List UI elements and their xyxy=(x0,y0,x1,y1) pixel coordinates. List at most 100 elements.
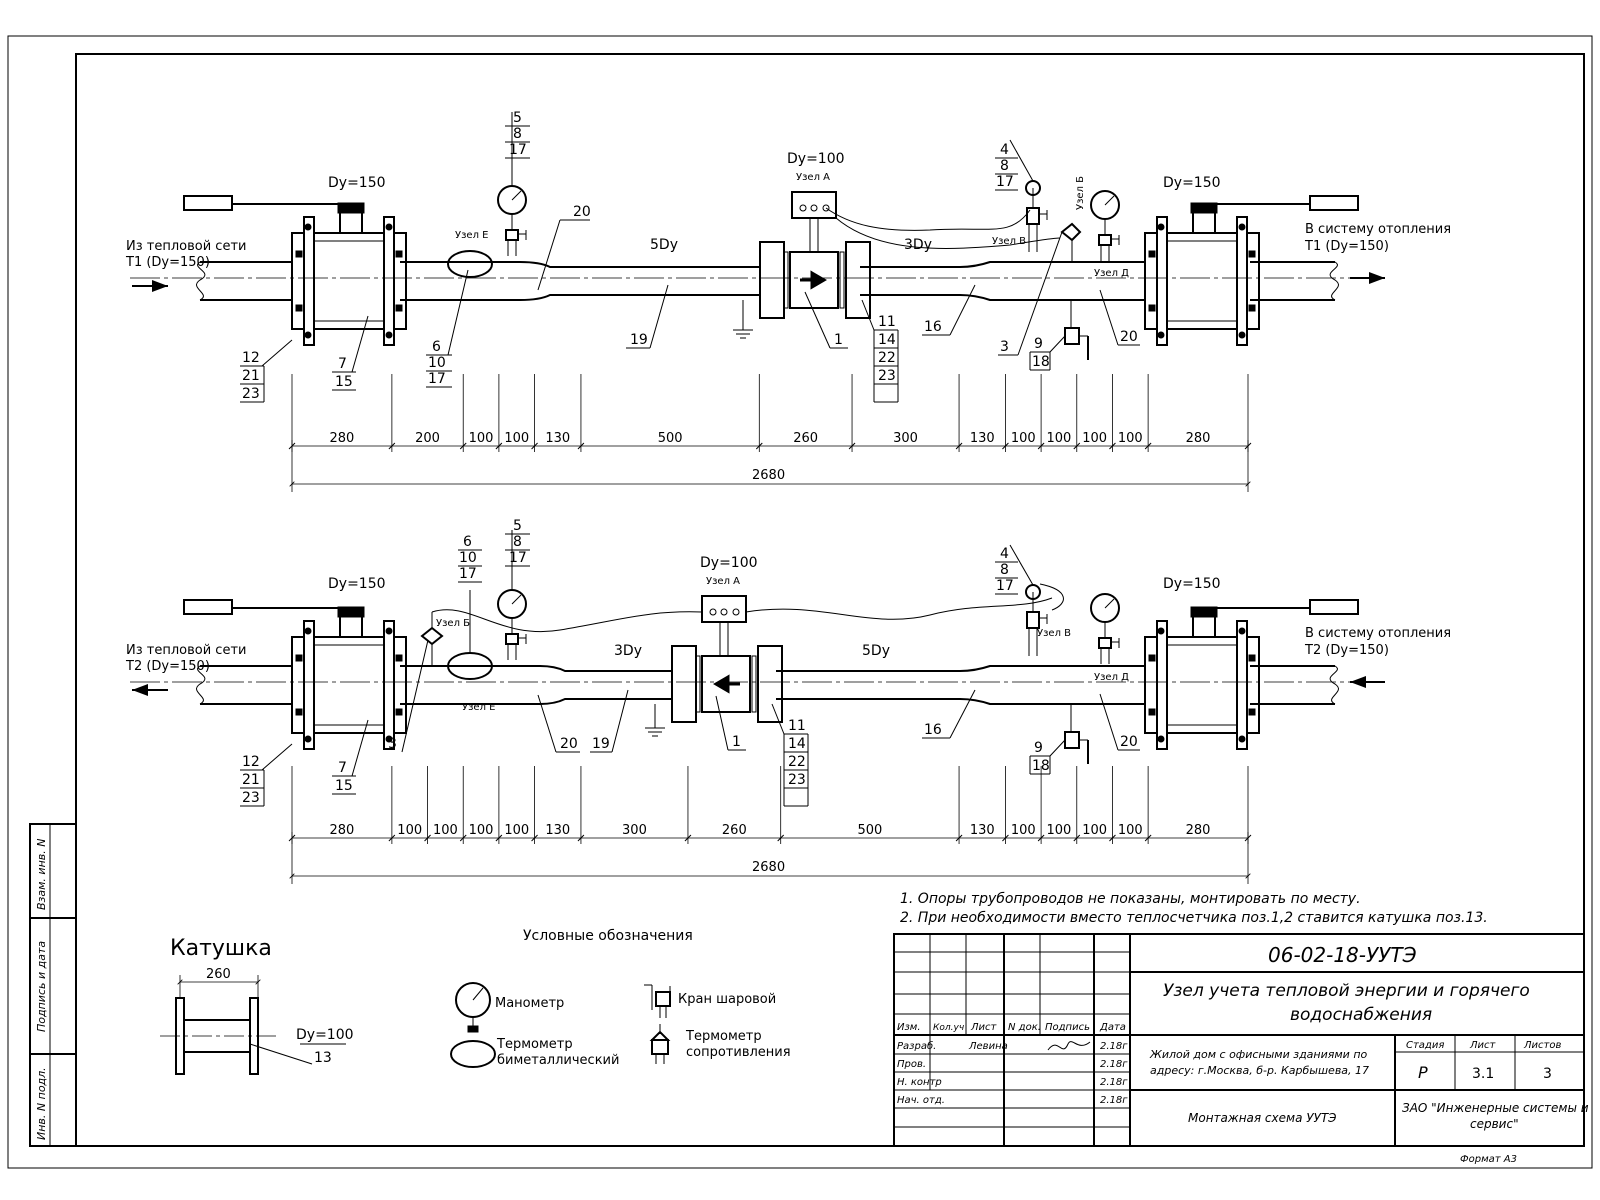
svg-text:Листов: Листов xyxy=(1523,1040,1561,1051)
manometer-right-b xyxy=(1090,593,1120,665)
company-line-2: сервис" xyxy=(1470,1117,1519,1131)
dimension-value: 100 xyxy=(1118,823,1143,838)
dimension-value: 280 xyxy=(1186,823,1211,838)
svg-text:Р: Р xyxy=(1418,1063,1428,1082)
katushka-title: Катушка xyxy=(170,936,272,961)
tag-20a-b: 20 xyxy=(537,694,580,753)
svg-text:22: 22 xyxy=(788,754,806,770)
dimension-value: 100 xyxy=(469,431,494,446)
dimension-value: 280 xyxy=(1186,431,1211,446)
svg-text:Левина: Левина xyxy=(968,1041,1008,1052)
svg-text:8: 8 xyxy=(1000,562,1009,578)
legend-title: Условные обозначения xyxy=(523,928,693,944)
tag-12-21-23-b: 12 21 23 xyxy=(240,743,293,807)
legend-manometer: Манометр xyxy=(495,996,564,1011)
svg-text:16: 16 xyxy=(924,319,942,335)
sheet-name: Монтажная схема УУТЭ xyxy=(1188,1111,1337,1125)
dimension-value: 100 xyxy=(504,431,529,446)
outer-frame xyxy=(7,35,1593,1169)
tag-7-15: 7 15 xyxy=(332,315,369,391)
tag-4-8-17-b: 4 8 17 xyxy=(995,544,1034,595)
svg-text:8: 8 xyxy=(513,126,522,142)
flowmeter-flange-right-b xyxy=(757,645,783,723)
svg-text:17: 17 xyxy=(509,142,527,158)
dimension-value: 100 xyxy=(397,823,422,838)
dimension-value: 100 xyxy=(433,823,458,838)
valve-handle-right-b xyxy=(1195,599,1359,615)
dimension-value: 130 xyxy=(970,431,995,446)
len-5dy-b: 5Dy xyxy=(862,643,890,659)
svg-text:23: 23 xyxy=(878,368,896,384)
svg-text:N док.: N док. xyxy=(1008,1022,1041,1033)
dn-meter-label-b: Dy=100 xyxy=(700,555,758,571)
flowmeter-flange-right xyxy=(845,241,871,319)
dimension-value: 100 xyxy=(1082,823,1107,838)
svg-text:7: 7 xyxy=(338,356,347,372)
scheme-supply: Из тепловой сети Т1 (Dy=150) В систему о… xyxy=(125,110,1451,492)
drawing-code: 06-02-18-УУТЭ xyxy=(1268,943,1417,967)
tag-5-8-17: 5 8 17 xyxy=(505,110,530,186)
legend-thermo-res-2: сопротивления xyxy=(686,1045,791,1060)
dn-right-label: Dy=150 xyxy=(1163,175,1221,191)
dimension-value: 280 xyxy=(330,823,355,838)
svg-text:14: 14 xyxy=(788,736,806,752)
legend-thermo-bi-2: биметаллический xyxy=(497,1053,619,1068)
svg-text:6: 6 xyxy=(463,534,472,550)
svg-text:23: 23 xyxy=(242,790,260,806)
svg-text:21: 21 xyxy=(242,772,260,788)
ball-valve-right xyxy=(1144,202,1260,346)
dimension-value: 200 xyxy=(415,431,440,446)
tag-6-10-17: 6 10 17 xyxy=(426,269,469,388)
inner-frame xyxy=(75,53,1585,1147)
svg-text:19: 19 xyxy=(630,332,648,348)
svg-text:16: 16 xyxy=(924,722,942,738)
svg-text:Подпись: Подпись xyxy=(1045,1022,1090,1033)
tag-20b: 20 xyxy=(1099,289,1140,346)
node-v-label: Узел В xyxy=(992,236,1026,247)
svg-text:Пров.: Пров. xyxy=(897,1059,926,1070)
svg-text:15: 15 xyxy=(335,778,353,794)
tag-11-14-22-23-b: 11 14 22 23 xyxy=(771,703,809,807)
manometer-right xyxy=(1090,190,1120,262)
legend-thermo-bi-1: Термометр xyxy=(496,1037,573,1052)
dimension-value: 100 xyxy=(1011,823,1036,838)
svg-text:12: 12 xyxy=(242,754,260,770)
note-1: 1. Опоры трубопроводов не показаны, монт… xyxy=(900,891,1361,907)
node-v-label-b: Узел В xyxy=(1037,628,1071,639)
svg-text:4: 4 xyxy=(1000,546,1009,562)
dimension-value: 100 xyxy=(504,823,529,838)
dimension-value: 100 xyxy=(1118,431,1143,446)
svg-text:17: 17 xyxy=(428,371,446,387)
svg-text:Лист: Лист xyxy=(970,1022,998,1033)
tag-16: 16 xyxy=(922,284,976,336)
dn-right-label-b: Dy=150 xyxy=(1163,576,1221,592)
svg-text:8: 8 xyxy=(513,534,522,550)
valve-handle-left xyxy=(183,195,344,211)
svg-text:10: 10 xyxy=(459,550,477,566)
svg-text:Разраб.: Разраб. xyxy=(897,1040,936,1052)
svg-text:Н. контр: Н. контр xyxy=(897,1077,942,1088)
svg-text:11: 11 xyxy=(788,718,806,734)
svg-text:23: 23 xyxy=(242,386,260,402)
svg-text:22: 22 xyxy=(878,350,896,366)
inlet-label-1: Из тепловой сети xyxy=(126,239,246,254)
dimension-value: 100 xyxy=(1047,431,1072,446)
dimension-value: 280 xyxy=(330,431,355,446)
svg-text:1: 1 xyxy=(732,734,741,750)
ground-icon xyxy=(733,300,753,339)
thermo-sensor-v xyxy=(1026,187,1048,253)
legend-thermo-res-1: Термометр xyxy=(685,1029,762,1044)
total-length-bottom: 2680 xyxy=(752,860,785,875)
svg-text:Кол.уч: Кол.уч xyxy=(933,1023,964,1033)
signature-icon xyxy=(1047,1041,1091,1051)
svg-text:17: 17 xyxy=(459,566,477,582)
bimetal-legend-icon xyxy=(450,1040,496,1068)
dimension-value: 100 xyxy=(469,823,494,838)
inlet-label-2: Т1 (Dy=150) xyxy=(125,255,210,270)
bimetal-thermometer xyxy=(447,250,493,278)
title-block: Изм. Кол.уч Лист N док. Подпись Дата Раз… xyxy=(893,933,1589,1147)
svg-text:14: 14 xyxy=(878,332,896,348)
svg-text:17: 17 xyxy=(996,174,1014,190)
